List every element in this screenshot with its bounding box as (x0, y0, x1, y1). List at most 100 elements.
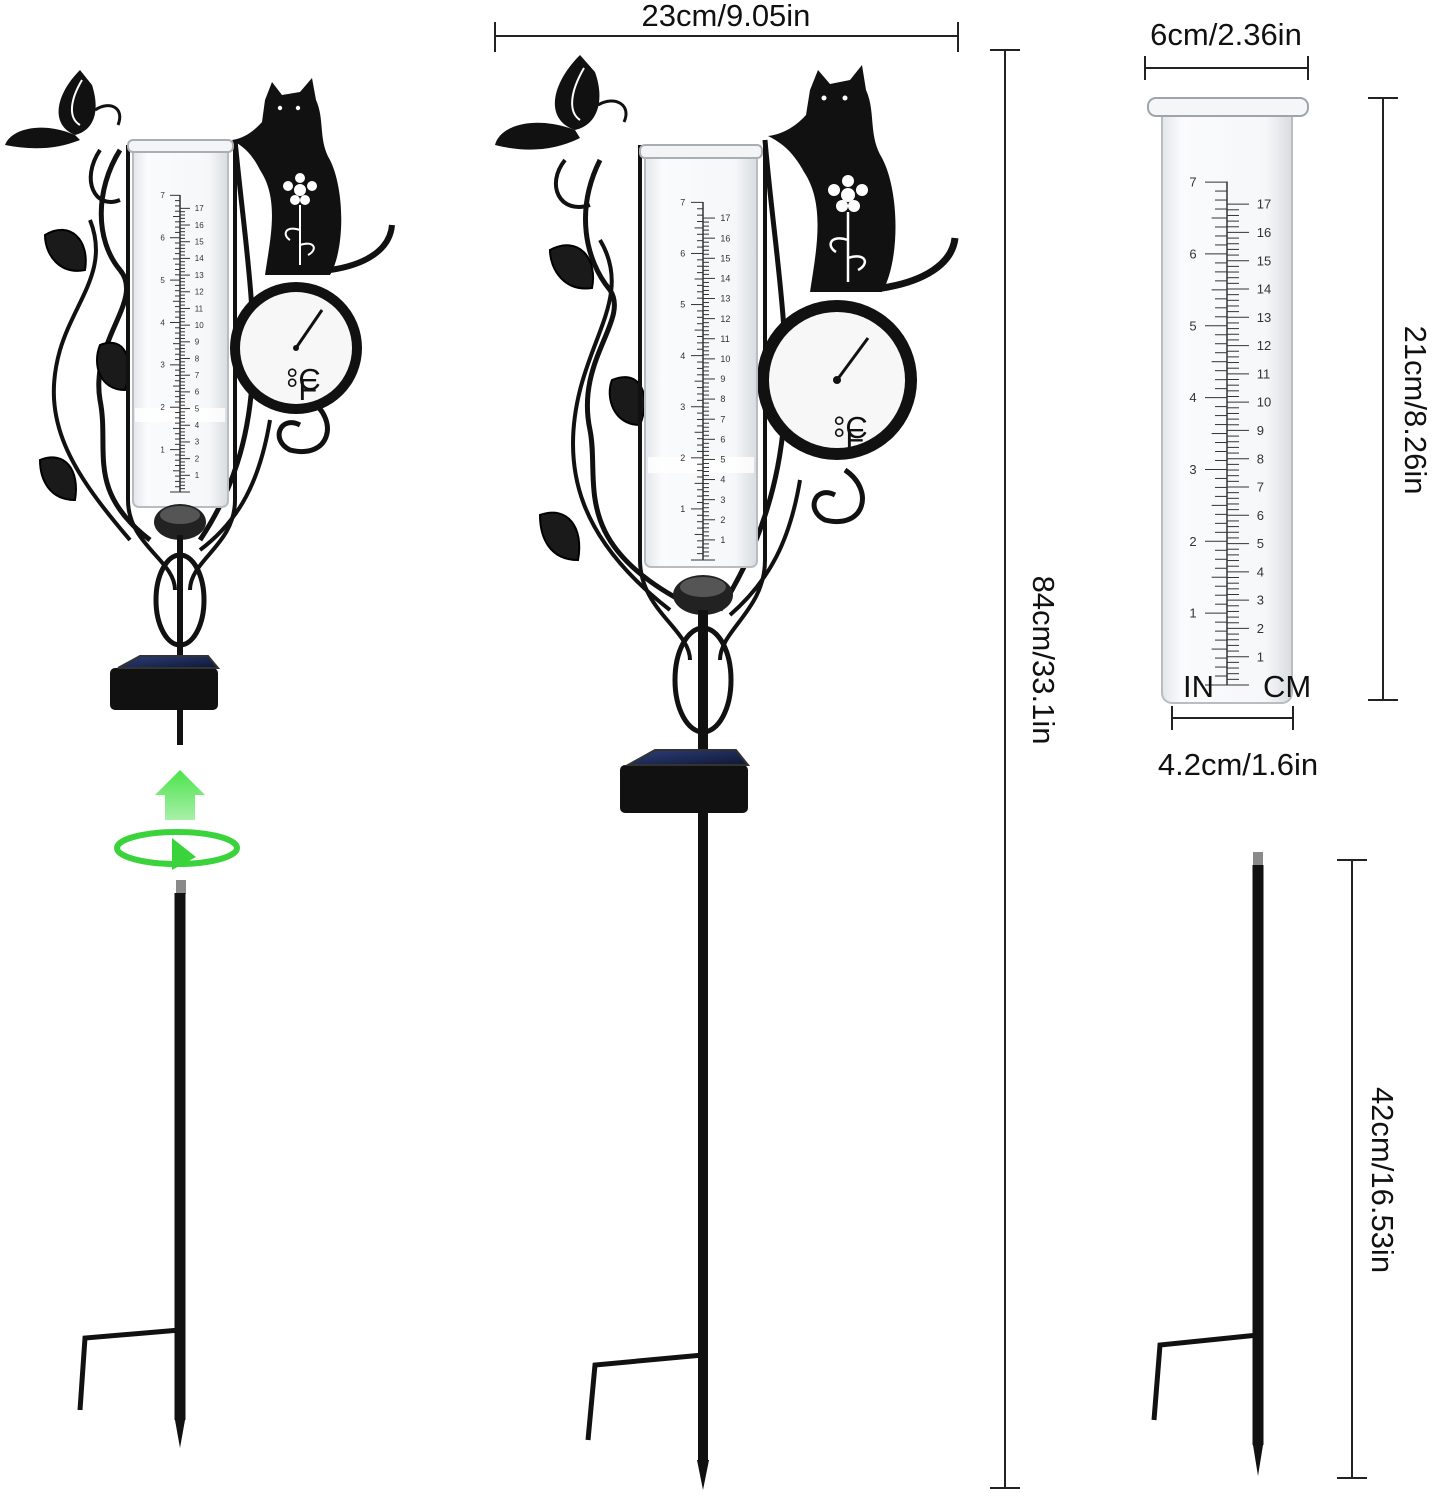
cm-label: 6 (720, 434, 725, 444)
leaf-icon (538, 511, 581, 562)
tube-top-width-label: 6cm/2.36in (1150, 17, 1302, 52)
in-label: 6 (1189, 246, 1196, 261)
in-label: 3 (1189, 462, 1196, 477)
cm-label: 17 (195, 204, 204, 213)
center-solar-light (620, 749, 751, 813)
cm-label: 2 (1257, 621, 1264, 636)
cm-label: 1 (195, 471, 200, 480)
dim-overall-height: 84cm/33.1in (990, 49, 1061, 1489)
cm-label: 7 (195, 371, 200, 380)
in-label: 5 (160, 276, 165, 285)
leaf-icon (548, 244, 595, 290)
cm-label: 7 (720, 414, 725, 424)
cm-label: 14 (1257, 282, 1271, 297)
dim-overall-width: 23cm/9.05in (494, 0, 959, 52)
thermometer-dial: °C °F (230, 282, 362, 414)
stake-height-label: 42cm/16.53in (1365, 1087, 1400, 1273)
in-label: 6 (160, 234, 165, 243)
thermometer-celsius-unit: °C (286, 362, 321, 397)
dim-stake-height: 42cm/16.53in (1337, 859, 1400, 1479)
left-ground-stake (77, 880, 186, 1448)
overall-width-label: 23cm/9.05in (642, 0, 811, 33)
in-label: 7 (160, 191, 165, 200)
in-label: 3 (160, 361, 165, 370)
cm-label: 3 (720, 495, 725, 505)
cm-label: 7 (1257, 480, 1264, 495)
cm-label: 14 (195, 254, 204, 263)
cm-label: 4 (1257, 564, 1264, 579)
cm-label: 2 (195, 454, 200, 463)
in-label: 6 (680, 249, 685, 259)
cm-label: 13 (195, 271, 204, 280)
cm-label: 5 (720, 455, 725, 465)
cm-label: 11 (720, 334, 729, 344)
cm-label: 11 (195, 304, 204, 313)
dim-tube-bottom-width: 4.2cm/1.6in (1158, 706, 1318, 782)
tube-in-unit: IN (1183, 669, 1214, 704)
cm-label: 5 (195, 404, 200, 413)
cm-label: 15 (1257, 253, 1271, 268)
cm-label: 12 (720, 314, 730, 324)
cm-label: 16 (195, 221, 204, 230)
in-label: 2 (1189, 534, 1196, 549)
butterfly-icon (5, 70, 122, 149)
thermometer-fahrenheit-unit: °F (286, 372, 317, 407)
dim-tube-height: 21cm/8.26in (1368, 97, 1432, 701)
cm-label: 10 (1257, 395, 1271, 410)
butterfly-icon (495, 55, 628, 150)
cm-label: 4 (195, 421, 200, 430)
left-solar-light (110, 655, 221, 710)
rotate-arrow-icon (114, 829, 240, 870)
cm-label: 6 (1257, 508, 1264, 523)
cm-label: 12 (195, 288, 204, 297)
in-label: 1 (680, 504, 685, 514)
cm-label: 3 (195, 438, 200, 447)
stake-detail (1151, 852, 1264, 1476)
in-label: 4 (1189, 390, 1196, 405)
in-label: 4 (160, 318, 165, 327)
cm-label: 8 (195, 354, 200, 363)
cm-label: 13 (720, 294, 730, 304)
in-label: 2 (160, 403, 165, 412)
cm-label: 10 (195, 321, 204, 330)
thermometer-fahrenheit-unit: °F (833, 422, 864, 457)
flower-icon (283, 173, 317, 265)
cm-label: 11 (1257, 366, 1271, 381)
cm-label: 16 (1257, 225, 1271, 240)
in-label: 3 (680, 402, 685, 412)
dim-tube-top-width: 6cm/2.36in (1144, 17, 1309, 80)
cat-icon (232, 78, 395, 275)
cm-label: 15 (195, 238, 204, 247)
cm-label: 8 (720, 394, 725, 404)
cm-label: 2 (720, 515, 725, 525)
cm-label: 14 (720, 274, 730, 284)
cm-label: 6 (195, 388, 200, 397)
in-label: 5 (1189, 318, 1196, 333)
tube-cm-unit: CM (1263, 669, 1311, 704)
leaf-icon (38, 456, 77, 502)
cm-label: 3 (1257, 593, 1264, 608)
cm-label: 10 (720, 354, 730, 364)
cm-label: 17 (720, 213, 730, 223)
cat-icon (768, 65, 959, 292)
flower-icon (828, 175, 868, 282)
cm-label: 9 (1257, 423, 1264, 438)
cm-label: 8 (1257, 451, 1264, 466)
tube-bottom-width-label: 4.2cm/1.6in (1158, 747, 1318, 782)
in-label: 7 (1189, 175, 1196, 190)
in-label: 1 (160, 445, 165, 454)
cm-label: 16 (720, 233, 730, 243)
up-arrow-icon (155, 770, 205, 820)
in-label: 4 (680, 351, 685, 361)
overall-height-label: 84cm/33.1in (1026, 576, 1061, 745)
cm-label: 4 (720, 475, 725, 485)
in-label: 5 (680, 300, 685, 310)
thermometer-celsius-unit: °C (833, 410, 868, 445)
cm-label: 1 (720, 535, 725, 545)
thermometer-dial: °C °F (757, 300, 917, 460)
in-label: 1 (1189, 606, 1196, 621)
